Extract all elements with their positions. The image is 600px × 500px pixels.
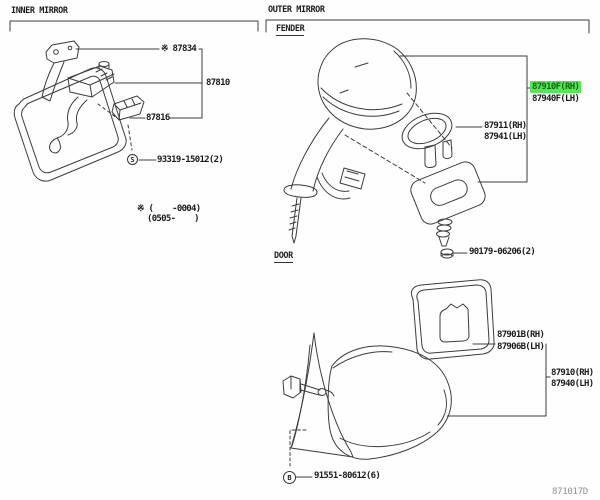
- part-label-91551-80612[interactable]: 91551-80612(6): [314, 471, 381, 481]
- door-subsection-label: DOOR: [274, 251, 293, 263]
- inner-mirror-section-title: INNER MIRROR: [11, 6, 68, 16]
- production-note-line2: (0505- ): [147, 214, 200, 224]
- door-mirror-art: [283, 280, 550, 477]
- production-note-line1: ※ ( -0004): [137, 204, 201, 214]
- part-label-87816[interactable]: 87816: [146, 113, 170, 123]
- part-label-87941[interactable]: 87941(LH): [484, 132, 527, 142]
- part-label-87940f[interactable]: 87940F(LH): [532, 94, 580, 104]
- outer-mirror-section-title: OUTER MIRROR: [268, 5, 325, 15]
- part-label-93319-15012[interactable]: 93319-15012(2): [157, 155, 224, 165]
- part-label-87810[interactable]: 87810: [206, 78, 230, 88]
- part-label-87910f-highlighted[interactable]: 87910F(RH): [530, 81, 582, 93]
- part-label-90179-06206[interactable]: 90179-06206(2): [469, 247, 536, 257]
- inner-section-bracket: [10, 21, 258, 31]
- part-label-87906b[interactable]: 87906B(LH): [497, 342, 545, 352]
- bolt-symbol-icon[interactable]: B: [283, 471, 296, 484]
- inner-mirror-art: [14, 41, 202, 181]
- fender-subsection-label: FENDER: [276, 24, 305, 36]
- part-label-87901b[interactable]: 87901B(RH): [497, 330, 545, 340]
- fender-mirror-art: [284, 39, 531, 258]
- diagram-code: 871017D: [552, 487, 588, 497]
- part-label-87834[interactable]: ※ 87834: [161, 44, 197, 54]
- part-label-87911[interactable]: 87911(RH): [484, 121, 527, 131]
- outer-section-bracket: [266, 20, 589, 33]
- screw-symbol-icon[interactable]: S: [127, 154, 138, 165]
- part-label-87940[interactable]: 87940(LH): [551, 379, 594, 389]
- part-label-87910[interactable]: 87910(RH): [551, 368, 594, 378]
